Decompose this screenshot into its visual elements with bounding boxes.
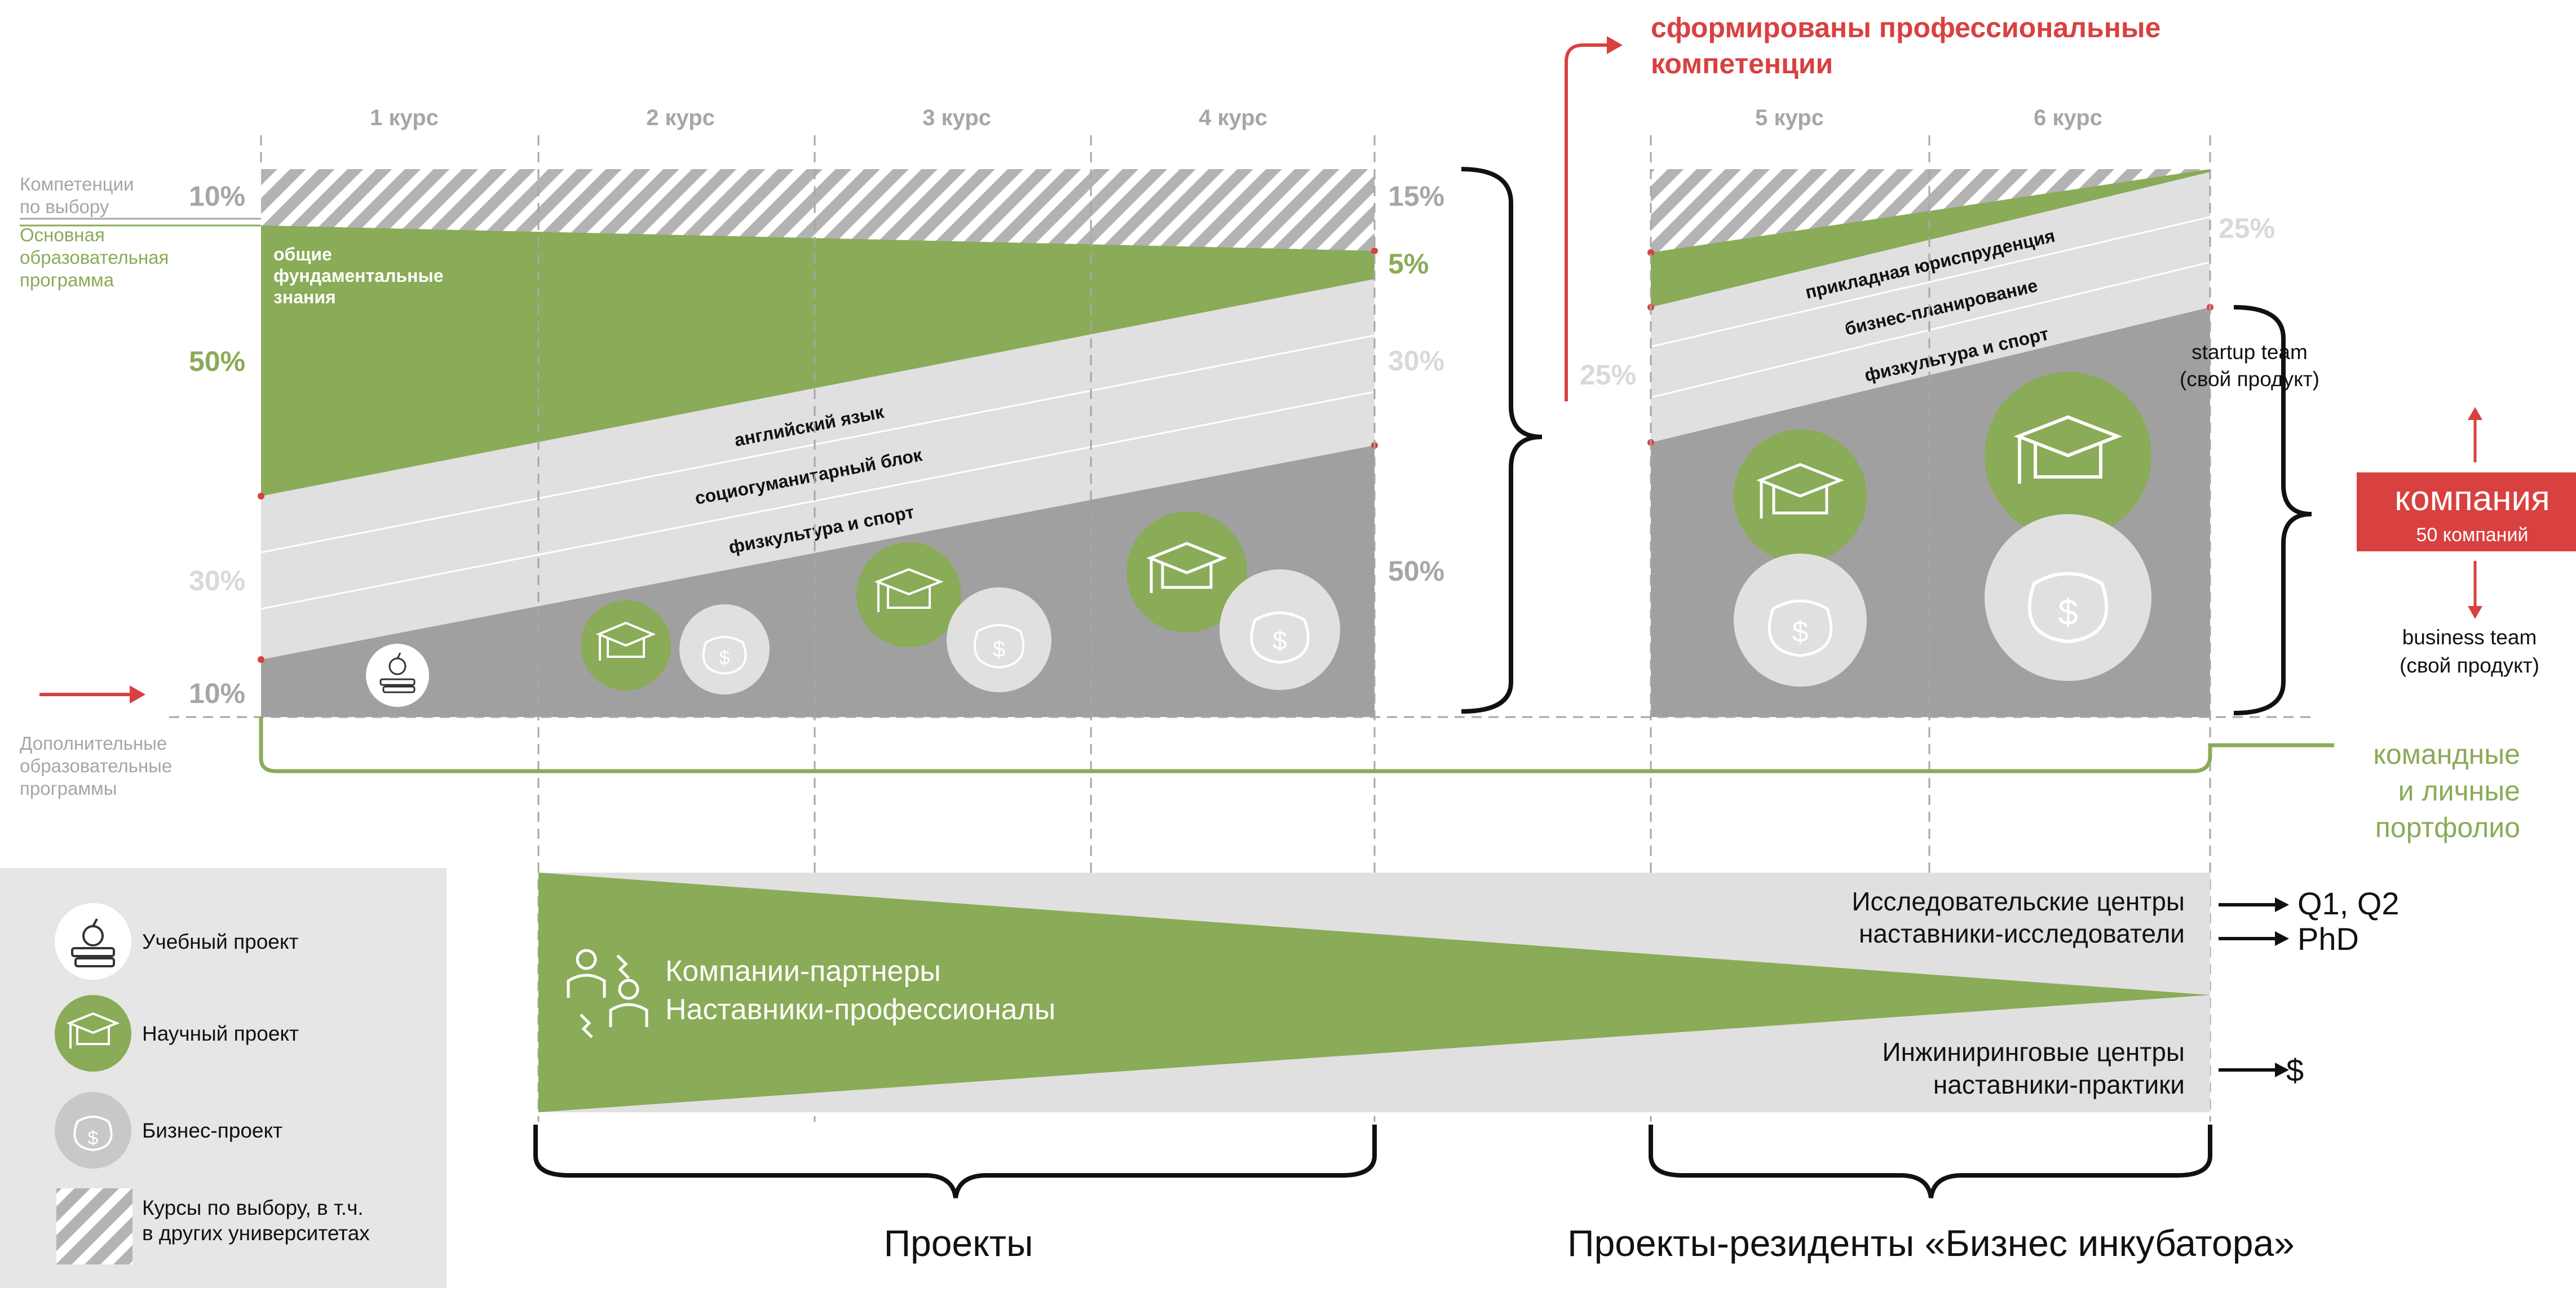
pct-right-gray: 30% (1388, 345, 1444, 377)
svg-text:$: $ (2058, 592, 2078, 632)
business-team-line2: (свой продукт) (2400, 654, 2539, 677)
people-icon (567, 949, 648, 1038)
left-block (261, 169, 1375, 717)
legend-business-label: Бизнес-проект (142, 1119, 282, 1142)
band-fundamental-1: общие (273, 244, 332, 264)
svg-text:$: $ (88, 1127, 99, 1149)
svg-text:$: $ (1792, 616, 1809, 648)
pct-right-green: 5% (1388, 248, 1429, 280)
pct-right-top: 15% (1388, 180, 1444, 212)
label-main-1: Основная (20, 224, 105, 245)
year-4: 4 курс (1199, 105, 1267, 130)
legend-business-icon: $ (55, 1092, 131, 1169)
portfolio-line1: командные (2373, 738, 2520, 770)
red-title-line2: компетенции (1651, 48, 1833, 79)
output-q: Q1, Q2 (2297, 886, 2400, 921)
business-project-icon-y5: $ (1734, 554, 1867, 687)
red-up-arrow (1565, 43, 1607, 401)
research-line1: Исследовательские центры (1852, 887, 2185, 916)
company-box (2357, 472, 2576, 551)
label-additional-2: образовательные (20, 755, 172, 776)
svg-text:$: $ (1272, 626, 1287, 655)
label-incubator: Проекты-резиденты «Бизнес инкубатора» (1567, 1222, 2295, 1264)
legend-electives-swatch (56, 1188, 132, 1264)
company-title: компания (2394, 479, 2550, 518)
engineering-line1: Инжиниринговые центры (1883, 1037, 2185, 1067)
pct-left-green: 50% (189, 346, 245, 377)
startup-line2: (свой продукт) (2180, 368, 2319, 391)
column-separators (169, 135, 2312, 1122)
legend-electives-line1: Курсы по выбору, в т.ч. (142, 1196, 364, 1219)
output-money: $ (2286, 1052, 2304, 1088)
output-phd: PhD (2297, 921, 2359, 957)
business-project-icon-y2: $ (679, 604, 770, 695)
science-project-icon-y6 (1985, 372, 2151, 539)
output-arrows (2219, 903, 2278, 1072)
pct-left-bottom: 10% (189, 678, 245, 709)
business-team-line1: business team (2402, 626, 2537, 649)
study-project-icon (366, 644, 429, 707)
business-project-icon-y4: $ (1219, 569, 1340, 690)
company-subtitle: 50 компаний (2416, 524, 2529, 546)
science-project-icon-y2 (581, 600, 671, 691)
brace-incubator (1649, 1125, 2212, 1198)
year-2: 2 курс (646, 105, 715, 130)
business-project-icon-y6: $ (1985, 514, 2151, 681)
year-3: 3 курс (922, 105, 991, 130)
legend-study-icon (55, 903, 131, 980)
year-6: 6 курс (2034, 105, 2102, 130)
legend-electives-line2: в других университетах (142, 1222, 370, 1245)
legend-science-label: Научный проект (142, 1022, 299, 1045)
brace-projects (533, 1125, 1377, 1198)
business-project-icon-y3: $ (947, 587, 1051, 692)
science-project-icon-y3 (856, 542, 961, 647)
svg-text:$: $ (993, 637, 1005, 662)
pct-grad-right: 25% (2219, 213, 2275, 244)
legend-study-label: Учебный проект (142, 930, 298, 953)
legend-science-icon (55, 995, 131, 1072)
research-line2: наставники-исследователи (1859, 919, 2185, 948)
label-projects: Проекты (884, 1222, 1033, 1264)
portfolio-line2: и личные (2398, 775, 2520, 807)
year-5: 5 курс (1755, 105, 1824, 130)
pct-left-top: 10% (189, 180, 245, 212)
startup-line1: startup team (2191, 340, 2308, 364)
year-1: 1 курс (370, 105, 439, 130)
science-project-icon-y5 (1734, 430, 1867, 563)
label-main-3: программа (20, 269, 114, 290)
red-title-line1: сформированы профессиональные (1651, 12, 2160, 43)
label-additional-3: программы (20, 778, 117, 799)
partners-line2: Наставники-профессионалы (665, 993, 1055, 1026)
red-arrowhead (1607, 36, 1623, 54)
science-project-icon-y4 (1126, 512, 1247, 632)
engineering-line2: наставники-практики (1933, 1070, 2185, 1099)
label-elective-2: по выбору (20, 196, 109, 217)
label-main-2: образовательная (20, 247, 169, 268)
pct-middle: 25% (1580, 359, 1636, 391)
brace-left-block (1461, 167, 1543, 714)
partners-line1: Компании-партнеры (665, 955, 941, 988)
brace-right-block (2233, 305, 2312, 715)
label-elective-1: Компетенции (20, 174, 134, 194)
svg-text:$: $ (719, 647, 730, 669)
portfolio-bracket (259, 717, 2334, 773)
pct-right-dark: 50% (1388, 555, 1444, 587)
label-additional-1: Дополнительные (20, 733, 167, 754)
portfolio-line3: портфолио (2375, 812, 2520, 843)
pct-left-gray: 30% (189, 565, 245, 596)
band-fundamental-3: знания (273, 287, 336, 307)
band-fundamental-2: фундаментальные (273, 266, 444, 286)
